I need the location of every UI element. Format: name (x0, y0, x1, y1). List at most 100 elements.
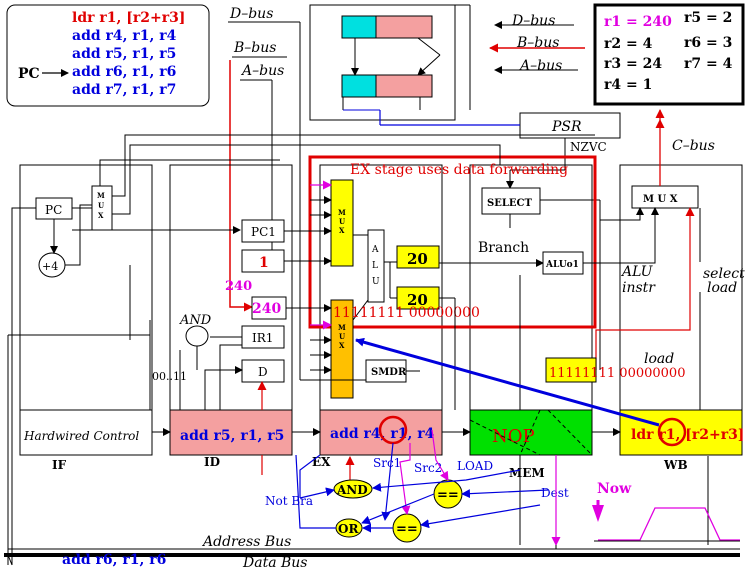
alu (367, 229, 385, 303)
register-r3: r3 = 24 (604, 56, 662, 72)
d-label: D (258, 365, 268, 379)
program-line: ldr r1, [r2+r3] (72, 10, 185, 26)
stage-wb: WB (663, 458, 688, 472)
wb-mux (631, 185, 699, 209)
src1-label: Src1 (373, 456, 401, 470)
wb-instruction: ldr r1, [r2+r3] (631, 427, 744, 443)
register-r1: r1 = 240 (604, 14, 672, 30)
program-box (6, 4, 210, 107)
svg-text:X: X (339, 226, 345, 235)
a-bus-label: A–bus (240, 63, 284, 79)
svg-text:U: U (339, 332, 345, 341)
ex-mux-a (330, 179, 354, 267)
eq-1-label: == (437, 488, 459, 503)
stage-mem: MEM (509, 466, 545, 480)
id-instruction: add r5, r1, r5 (180, 428, 284, 444)
b-bus-path (229, 60, 253, 312)
alu-u: U (372, 277, 380, 287)
svg-text:X: X (98, 211, 104, 220)
stage-ex: EX (312, 455, 331, 469)
pc-register-label: PC (45, 203, 62, 217)
now-label: Now (597, 481, 632, 497)
eq-2-label: == (396, 522, 418, 537)
address-bus-label: Address Bus (201, 534, 291, 550)
alu-out-1 (396, 245, 440, 269)
c-bus-label: C–bus (672, 138, 715, 154)
now-arrow (592, 505, 604, 522)
alu-instr-label-2: instr (622, 280, 656, 296)
register-r4: r4 = 1 (604, 77, 652, 93)
wb-r1-highlight (657, 417, 687, 447)
d-bus-label-right: D–bus (511, 13, 555, 29)
svg-text:X: X (339, 341, 345, 350)
svg-text:M: M (97, 191, 105, 200)
register-r6: r6 = 3 (684, 35, 732, 51)
fetching-instruction: add r6, r1, r6 (62, 552, 166, 568)
alu-instr-label: ALU (620, 264, 654, 280)
branch-label: Branch (478, 240, 529, 256)
program-line: add r6, r1, r6 (72, 64, 176, 80)
program-line: add r5, r1, r5 (72, 46, 176, 62)
svg-text:U: U (98, 201, 104, 210)
select-box (481, 187, 541, 215)
select-load-label-2: load (707, 280, 737, 296)
reg-b-value: 240 (252, 301, 281, 317)
mem-instruction-box (469, 409, 593, 456)
select-label: SELECT (487, 198, 532, 209)
wb-mux-label: M U X (643, 194, 678, 205)
aluo1-label: ALUo1 (545, 260, 579, 270)
register-box (593, 3, 745, 106)
mem-value-box (545, 357, 597, 383)
dest-label: Dest (541, 486, 569, 500)
psr-label: PSR (551, 119, 582, 135)
ir1-label: IR1 (252, 331, 273, 345)
dots-label: 00..11 (152, 370, 187, 383)
clock-waveform (598, 507, 740, 541)
src2-label: Src2 (414, 461, 442, 475)
program-line: add r4, r1, r4 (72, 28, 177, 44)
register-r5: r5 = 2 (684, 10, 732, 26)
mem-instruction: NOP (492, 426, 535, 447)
svg-text:M: M (338, 208, 346, 217)
regfile-bot-cyan (341, 74, 377, 98)
regfile-bot-pink (375, 74, 433, 98)
nzvc-label: NZVC (570, 140, 607, 154)
data-bus-label: Data Bus (242, 555, 307, 571)
load-label: load (644, 351, 674, 367)
regfile-top-pink (375, 15, 433, 39)
ex-mux-b (330, 299, 354, 399)
and-label: AND (179, 313, 212, 328)
select-load-label: select (703, 266, 745, 282)
register-r7: r7 = 4 (684, 56, 733, 72)
reg-a-value: 1 (259, 255, 269, 271)
stage-if: IF (52, 458, 67, 472)
b-bus-label-right: B–bus (516, 35, 559, 51)
stage-id: ID (204, 455, 220, 469)
program-line: add r7, r1, r7 (72, 82, 176, 98)
smdr-label: SMDR (371, 367, 407, 378)
d-bus-label: D–bus (229, 6, 273, 22)
b-bus-label: B–bus (233, 40, 276, 56)
alu-out-2-value: 20 (407, 291, 428, 309)
forwarding-frame (308, 155, 597, 329)
and-gate-label: AND (336, 483, 368, 497)
svg-text:M: M (338, 323, 346, 332)
pc-label: PC (18, 66, 40, 82)
a-bus-label-right: A–bus (518, 58, 562, 74)
if-content: Hardwired Control (23, 429, 139, 443)
forward-arrow (355, 337, 660, 427)
ex-note: EX stage uses data forwarding (350, 162, 568, 178)
wire-240: 240 (225, 279, 252, 294)
load-signal-label: LOAD (457, 459, 493, 473)
register-r2: r2 = 4 (604, 36, 653, 52)
or-gate-label: OR (338, 522, 359, 536)
regfile-frame (309, 4, 456, 121)
alu-l: L (372, 261, 378, 271)
psr-box (519, 112, 621, 139)
and-ellipse (185, 325, 209, 347)
forward-value: 11111111 00000000 (333, 305, 480, 321)
alu-a: A (371, 245, 379, 255)
plus4-label: +4 (42, 260, 58, 273)
svg-text:U: U (339, 217, 345, 226)
